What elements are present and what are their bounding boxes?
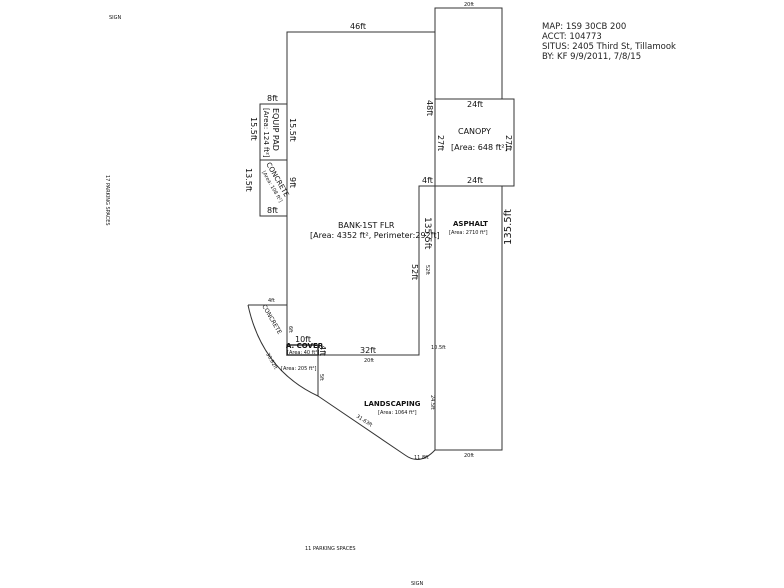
bank-bottom-dim: 32ft (360, 346, 376, 355)
parcel-info: MAP: 1S9 30CB 200 ACCT: 104773 SITUS: 24… (542, 22, 676, 62)
parking-left: 17 PARKING SPACES (104, 175, 110, 226)
bank-left-a-dim: 15.5ft (288, 118, 297, 142)
concrete2-area: [Area: 205 ft²] (281, 366, 317, 372)
asphalt-right-dim: 135.5ft (503, 209, 514, 245)
bank-name: BANK-1ST FLR (338, 221, 395, 230)
land-diag-dim: 31.63ft (355, 414, 373, 429)
asphalt-left-dim: 135.5ft (422, 217, 432, 250)
equip-name: EQUIP PAD (271, 108, 280, 151)
concrete-outline (259, 159, 288, 217)
concrete2-side-dim: 5ft (318, 374, 324, 381)
asphalt-bottom-dim: 20ft (464, 453, 474, 459)
landscaping-outline (317, 395, 436, 460)
sign-bottom: SIGN (411, 581, 424, 587)
concrete2-top-dim: 4ft (268, 298, 275, 304)
cover-area: [Area: 40 ft²] (287, 350, 319, 356)
bank-right-top-dim: 48ft (425, 100, 434, 116)
canopy-bottom-dim: 24ft (467, 176, 483, 185)
asphalt-outline (434, 185, 503, 451)
canopy-top-dim: 24ft (467, 100, 483, 109)
canopy-area: [Area: 648 ft²] (451, 143, 508, 152)
column-top-dim: 20ft (464, 2, 474, 8)
land-side-dim: 24.5ft (429, 395, 435, 410)
bank-area: [Area: 4352 ft², Perimeter:292ft] (310, 231, 440, 240)
concrete2-name: CONCRETE (260, 304, 283, 336)
bank-right-small: 52ft (424, 265, 430, 275)
sketched-by: BY: KF 9/9/2011, 7/8/15 (542, 52, 642, 62)
canopy-left-dim: 27ft (436, 135, 445, 151)
account-number: ACCT: 104773 (542, 32, 602, 42)
cover-name: A. COVER (286, 342, 324, 350)
land-area: [Area: 1064 ft²] (378, 410, 417, 416)
land-mid-dim: 10.5ft (431, 345, 446, 351)
equip-area: [Area: 124 ft²] (262, 108, 270, 158)
land-arc-dim: 11.8ft (414, 455, 429, 461)
asphalt-area: [Area: 2710 ft²] (449, 230, 488, 236)
equip-top-dim: 8ft (267, 94, 278, 103)
concrete1-side-dim: 13.5ft (244, 168, 253, 192)
sign-top: SIGN (109, 15, 122, 21)
concrete2-arc-dim: 30.82ft (264, 352, 278, 371)
canopy-name: CANOPY (458, 127, 491, 136)
cover-top-dim: 10ft (295, 335, 311, 344)
bank-outline (286, 31, 436, 356)
cover-side-dim: 4ft (318, 345, 327, 356)
bank-step-dim: 4ft (422, 176, 433, 185)
land-name: LANDSCAPING (364, 400, 421, 408)
concrete-curve-outline (247, 304, 319, 397)
bank-bottom-small: 20ft (364, 358, 374, 364)
equip-side-dim: 15.5ft (249, 117, 258, 141)
column-outline (434, 7, 503, 100)
bank-left-b-dim: 9ft (288, 177, 297, 188)
situs-address: SITUS: 2405 Third St, Tillamook (542, 42, 676, 52)
bank-top-dim: 46ft (350, 22, 366, 31)
asphalt-name: ASPHALT (453, 220, 488, 228)
concrete1-bottom-dim: 8ft (267, 206, 278, 215)
bank-left-c-dim: 6ft (287, 326, 293, 333)
parking-bottom: 11 PARKING SPACES (305, 546, 356, 552)
map-number: MAP: 1S9 30CB 200 (542, 22, 627, 32)
bank-right-low-dim: 52ft (410, 264, 419, 280)
canopy-right-dim: 27ft (504, 135, 513, 151)
